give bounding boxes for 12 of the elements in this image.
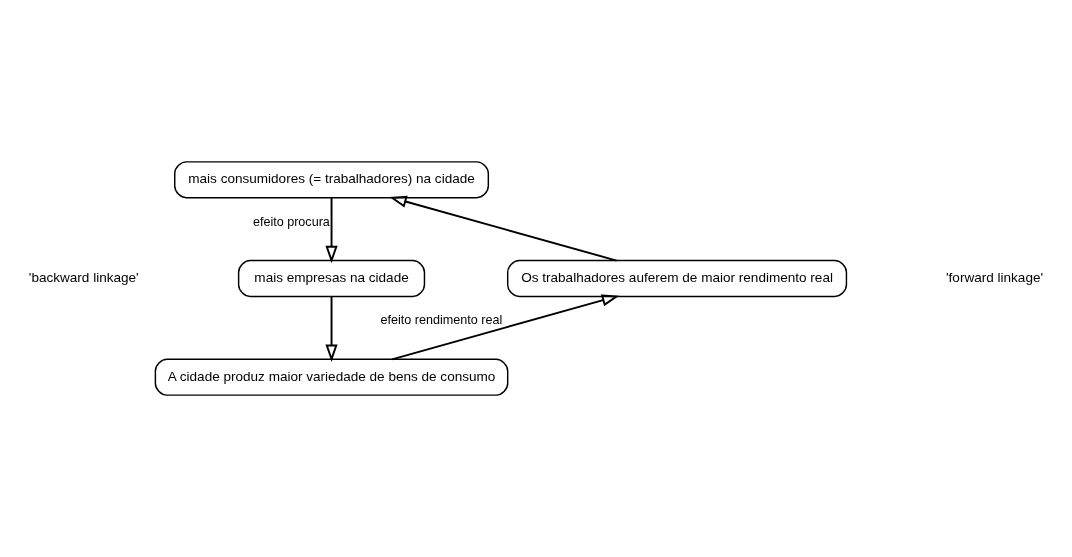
node-box: Os trabalhadores auferem de maior rendimento real — [506, 259, 848, 298]
node-box: A cidade produz maior variedade de bens de consumo — [154, 358, 509, 396]
arrow — [391, 294, 620, 361]
edge-label: efeito procura — [252, 214, 330, 229]
label: 'forward linkage' — [946, 270, 1044, 286]
label: 'backward linkage' — [28, 270, 139, 286]
edge-label: efeito rendimento real — [380, 313, 503, 328]
node-box: mais consumidores (= trabalhadores) na cidade — [174, 161, 490, 199]
arrow — [325, 295, 338, 363]
node-box: mais empresas na cidade — [237, 259, 426, 298]
arrow — [389, 195, 618, 262]
arrow — [325, 197, 338, 264]
